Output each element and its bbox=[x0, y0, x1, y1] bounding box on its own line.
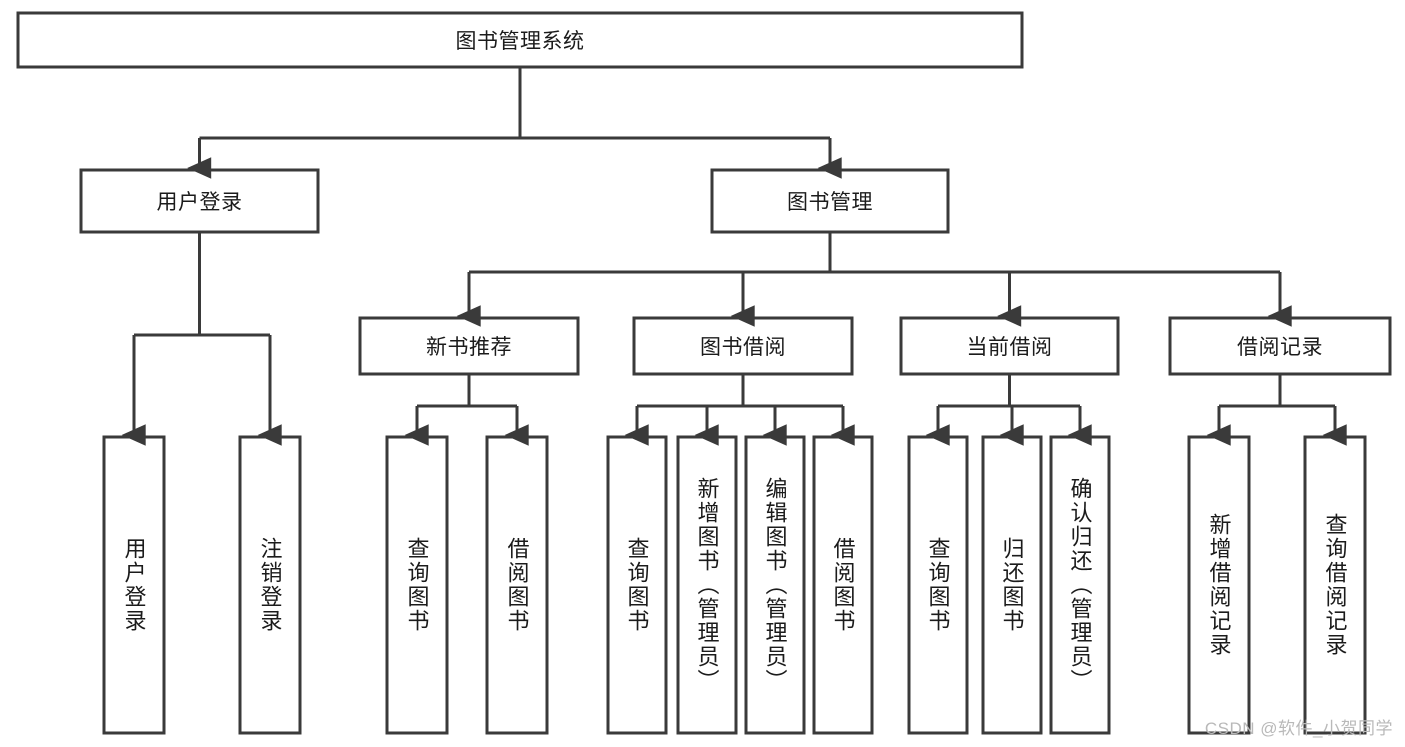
node-box-leaf-add-book bbox=[676, 435, 738, 735]
node-box-user-login bbox=[79, 168, 320, 234]
node-boxes bbox=[16, 11, 1392, 735]
node-box-leaf-query-record bbox=[1303, 435, 1367, 735]
node-box-leaf-query-book-rec bbox=[385, 435, 449, 735]
node-box-leaf-query-book bbox=[606, 435, 668, 735]
connector-links bbox=[121, 67, 1347, 446]
node-box-leaf-query-book-cur bbox=[907, 435, 969, 735]
node-box-leaf-user-logout bbox=[238, 435, 302, 735]
node-box-book-manage bbox=[710, 168, 950, 234]
node-box-leaf-borrow-book-rec bbox=[485, 435, 549, 735]
node-box-root bbox=[16, 11, 1024, 69]
node-box-current-borrow bbox=[899, 316, 1120, 376]
watermark-text: CSDN @软件_小贺同学 bbox=[1204, 719, 1393, 738]
node-box-leaf-edit-book bbox=[744, 435, 806, 735]
node-box-book-borrow bbox=[632, 316, 854, 376]
node-box-borrow-record bbox=[1168, 316, 1392, 376]
node-box-leaf-add-record bbox=[1187, 435, 1251, 735]
node-box-leaf-user-login bbox=[102, 435, 166, 735]
node-box-new-book-rec bbox=[358, 316, 580, 376]
node-box-leaf-borrow-book bbox=[812, 435, 874, 735]
node-box-leaf-return-book bbox=[981, 435, 1043, 735]
node-box-leaf-confirm-return bbox=[1049, 435, 1111, 735]
